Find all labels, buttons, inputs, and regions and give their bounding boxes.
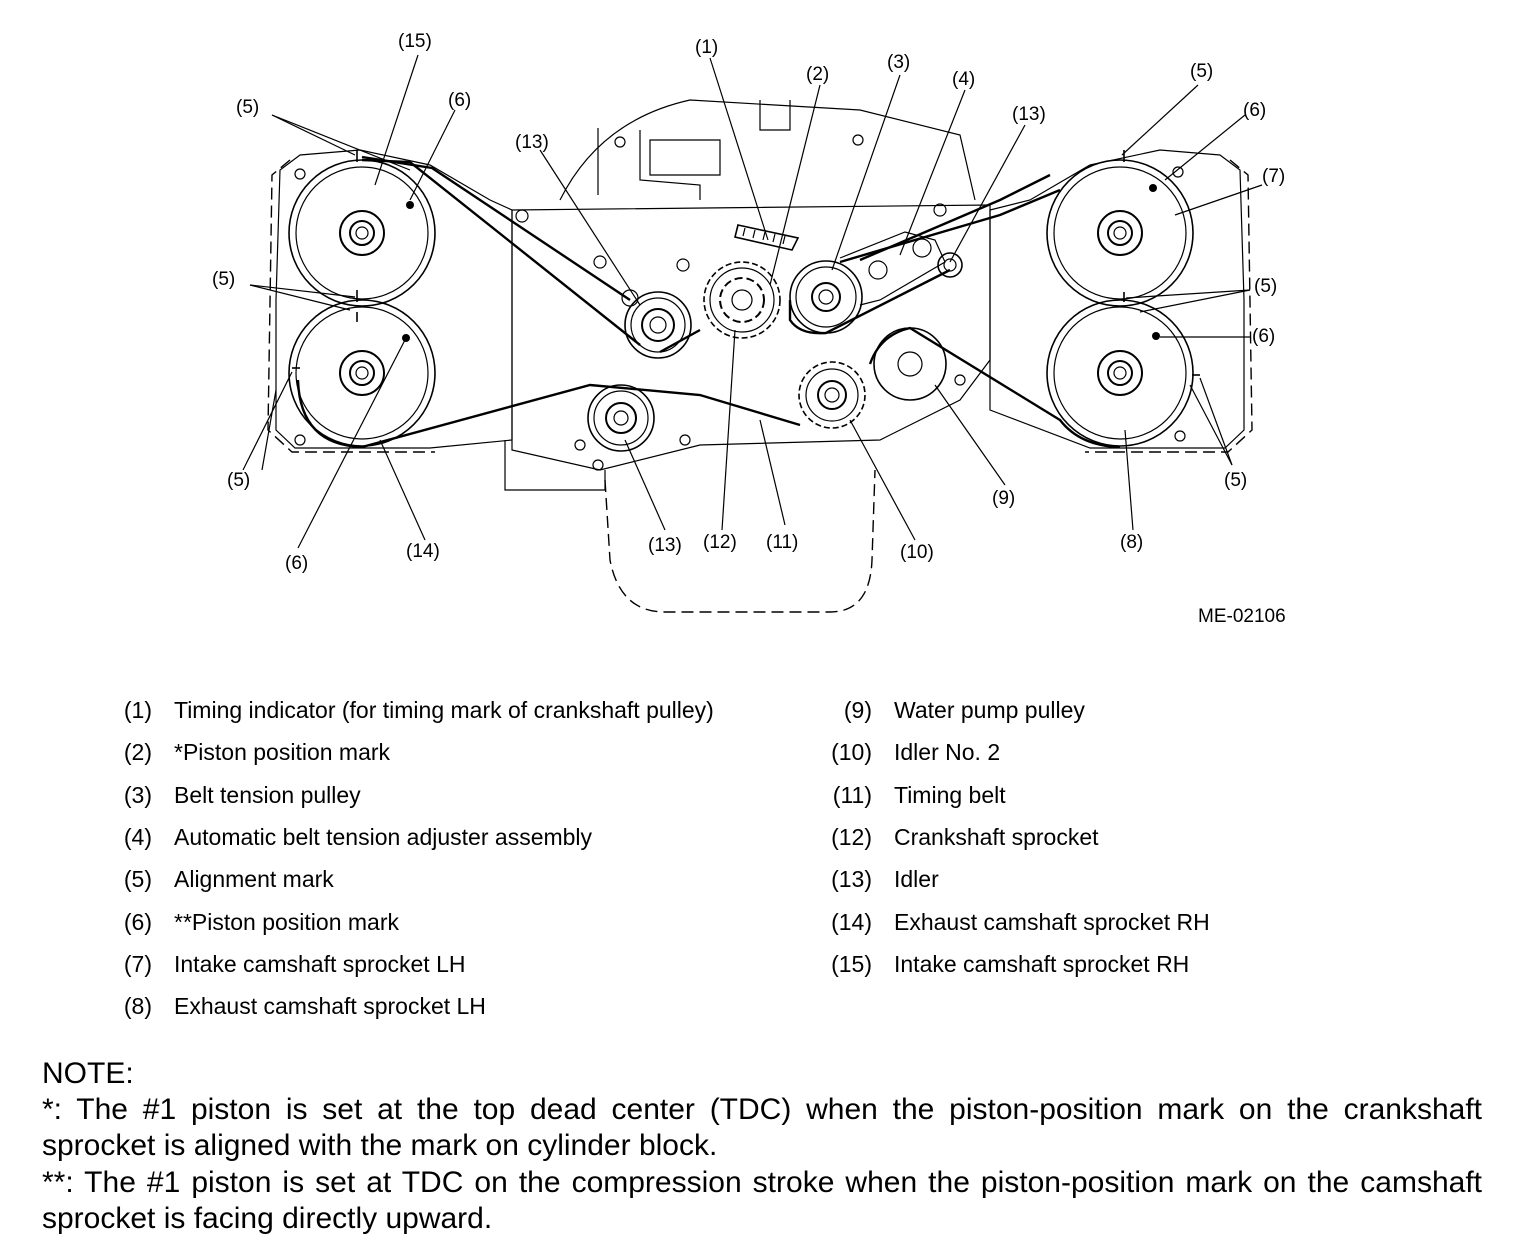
idler-upper — [621, 289, 692, 359]
timing-indicator — [734, 224, 800, 251]
water-pump-pulley — [873, 327, 947, 401]
callout-5-rh-mid: (5) — [212, 269, 235, 290]
note-heading: NOTE: — [42, 1057, 134, 1090]
legend-text: Idler No. 2 — [894, 739, 1001, 765]
timing-belt — [296, 155, 1121, 449]
legend-text: Idler — [894, 866, 939, 892]
legend-text: Intake camshaft sprocket RH — [894, 951, 1190, 977]
exhaust-camshaft-sprocket-lh — [1046, 299, 1194, 447]
callout-2: (2) — [806, 64, 829, 85]
callout-13-lower: (13) — [648, 535, 682, 556]
callout-7: (7) — [1262, 166, 1285, 187]
callout-15: (15) — [398, 31, 432, 52]
callout-13-upper: (13) — [515, 132, 549, 153]
legend-text: Intake camshaft sprocket LH — [174, 951, 466, 977]
figure-id: ME-02106 — [1198, 606, 1286, 627]
leader-lines — [242, 54, 1263, 549]
intake-camshaft-sprocket-rh — [288, 159, 436, 307]
callout-12: (12) — [703, 532, 737, 553]
legend-text: Timing belt — [894, 782, 1006, 808]
callout-8: (8) — [1120, 532, 1143, 553]
callout-6-rh-top: (6) — [448, 90, 471, 111]
callout-14: (14) — [406, 541, 440, 562]
idler-lower — [587, 384, 655, 452]
crankshaft-sprocket — [703, 261, 781, 339]
legend-text: Alignment mark — [174, 866, 334, 892]
callout-6-rh-bottom: (6) — [285, 553, 308, 574]
callout-4: (4) — [952, 69, 975, 90]
alignment-marks — [292, 150, 1200, 376]
callout-5-lh-bottom: (5) — [1224, 470, 1247, 491]
legend-text: Timing indicator (for timing mark of cra… — [174, 697, 714, 723]
callout-6-lh-mid: (6) — [1252, 326, 1275, 347]
callout-11: (11) — [766, 532, 798, 553]
callout-5-lh-top: (5) — [1190, 61, 1213, 82]
callout-9: (9) — [992, 488, 1015, 509]
callout-13-right: (13) — [1012, 104, 1046, 125]
belt-tension-pulley — [789, 260, 863, 334]
legend-text: Exhaust camshaft sprocket RH — [894, 909, 1210, 935]
engine-outline — [267, 99, 1253, 613]
callout-6-lh-top: (6) — [1243, 100, 1266, 121]
legend-text: Belt tension pulley — [174, 782, 361, 808]
note-tdc: *: The #1 piston is set at the top dead … — [42, 1093, 1482, 1162]
callout-1: (1) — [695, 37, 718, 58]
callout-10: (10) — [900, 542, 934, 563]
legend-text: *Piston position mark — [174, 739, 391, 765]
legend-text: Water pump pulley — [894, 697, 1085, 723]
idler-no-2 — [798, 361, 866, 429]
intake-camshaft-sprocket-lh — [1046, 159, 1194, 307]
callout-5-lh-mid: (5) — [1254, 276, 1277, 297]
callout-5-rh-top: (5) — [236, 97, 259, 118]
legend-text: **Piston position mark — [174, 909, 399, 935]
timing-belt-diagram: (15) (5) (6) (13) (1) (2) (3) (4) (13) (… — [212, 31, 1286, 627]
legend-text: Exhaust camshaft sprocket LH — [174, 993, 486, 1019]
callout-3: (3) — [887, 52, 910, 73]
legend-text: Crankshaft sprocket — [894, 824, 1099, 850]
note-compression-stroke: **: The #1 piston is set at TDC on the c… — [42, 1166, 1482, 1235]
legend-text: Automatic belt tension adjuster assembly — [174, 824, 593, 850]
callout-5-rh-bottom: (5) — [227, 470, 250, 491]
